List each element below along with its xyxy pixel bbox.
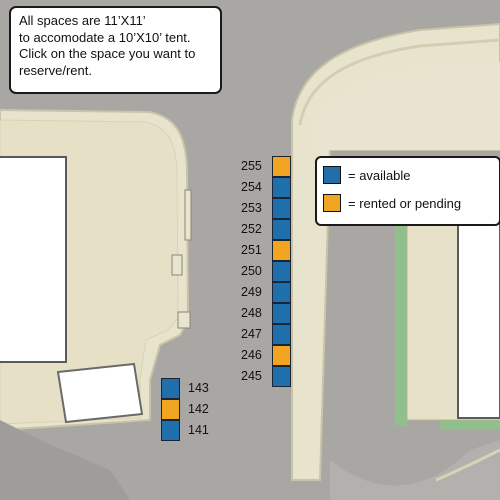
space-number-253: 253 [241, 201, 262, 215]
space-number-255: 255 [241, 159, 262, 173]
space-245[interactable] [272, 366, 291, 387]
space-255[interactable] [272, 156, 291, 177]
instructions-line-3: Click on the space you want to [19, 46, 196, 61]
space-number-250: 250 [241, 264, 262, 278]
space-248[interactable] [272, 303, 291, 324]
space-253[interactable] [272, 198, 291, 219]
space-number-143: 143 [188, 381, 209, 395]
space-number-251: 251 [241, 243, 262, 257]
space-number-247: 247 [241, 327, 262, 341]
space-number-254: 254 [241, 180, 262, 194]
space-254[interactable] [272, 177, 291, 198]
space-number-141: 141 [188, 423, 209, 437]
space-number-245: 245 [241, 369, 262, 383]
instructions-line-2: to accomodate a 10’X10’ tent. [19, 29, 191, 45]
available-label: = available [348, 167, 411, 183]
space-252[interactable] [272, 219, 291, 240]
space-141[interactable] [161, 420, 180, 441]
space-250[interactable] [272, 261, 291, 282]
space-number-249: 249 [241, 285, 262, 299]
space-142[interactable] [161, 399, 180, 420]
space-number-246: 246 [241, 348, 262, 362]
available-swatch [323, 166, 341, 184]
legend-rented: = rented or pending [323, 194, 461, 212]
legend-available: = available [323, 166, 411, 184]
rented-swatch [323, 194, 341, 212]
space-251[interactable] [272, 240, 291, 261]
legend: = available = rented or pending [315, 156, 500, 226]
space-143[interactable] [161, 378, 180, 399]
space-number-252: 252 [241, 222, 262, 236]
rented-label: = rented or pending [348, 195, 462, 211]
space-246[interactable] [272, 345, 291, 366]
instructions-box: All spaces are 11’X11’ to accomodate a 1… [9, 6, 222, 94]
space-249[interactable] [272, 282, 291, 303]
space-247[interactable] [272, 324, 291, 345]
instructions-line-4: reserve/rent. [19, 62, 92, 78]
space-number-248: 248 [241, 306, 262, 320]
space-number-142: 142 [188, 402, 209, 416]
instructions-line-1: All spaces are 11’X11’ [19, 13, 146, 28]
